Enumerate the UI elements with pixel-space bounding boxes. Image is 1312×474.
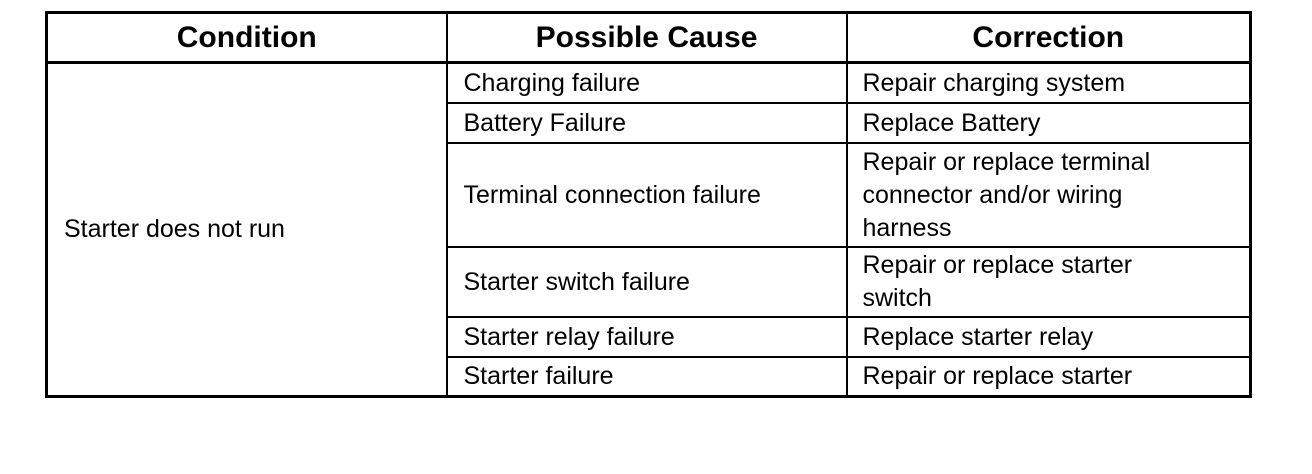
header-condition: Condition: [45, 11, 448, 64]
correction-line: Repair or replace starter: [862, 251, 1133, 279]
table-row: Terminal connection failure Repair or re…: [47, 142, 1252, 248]
header-correction: Correction: [845, 11, 1252, 64]
cause-cell: Starter failure: [445, 356, 848, 398]
header-possible-cause: Possible Cause: [445, 11, 848, 64]
correction-cell: Repair or replace starter: [845, 356, 1252, 398]
correction-line: Repair or replace terminal: [862, 147, 1151, 176]
table-row: Battery Failure Replace Battery: [47, 102, 1252, 144]
cause-cell: Starter relay failure: [445, 316, 848, 358]
correction-line: connector and/or wiring: [862, 180, 1123, 209]
condition-cell: Starter does not run: [45, 61, 448, 398]
correction-cell: Repair or replace terminal connector and/…: [845, 142, 1252, 248]
table-row: Starter relay failure Replace starter re…: [47, 316, 1252, 358]
cause-cell: Terminal connection failure: [445, 142, 848, 248]
correction-line: switch: [862, 284, 932, 312]
cause-cell: Starter switch failure: [445, 246, 848, 318]
correction-line: harness: [862, 213, 952, 242]
table-row: Starter switch failure Repair or replace…: [47, 246, 1252, 318]
correction-cell: Repair charging system: [845, 61, 1252, 104]
troubleshooting-table: Condition Possible Cause Correction Star…: [45, 11, 1252, 398]
cause-cell: Battery Failure: [445, 102, 848, 144]
correction-cell: Repair or replace starter switch: [845, 246, 1252, 318]
correction-cell: Replace Battery: [845, 102, 1252, 144]
correction-cell: Replace starter relay: [845, 316, 1252, 358]
table-row: Starter failure Repair or replace starte…: [47, 356, 1252, 398]
table-row: Starter does not run Charging failure Re…: [45, 61, 1252, 398]
cause-cell: Charging failure: [445, 61, 848, 104]
header-row: Condition Possible Cause Correction: [45, 11, 1252, 64]
